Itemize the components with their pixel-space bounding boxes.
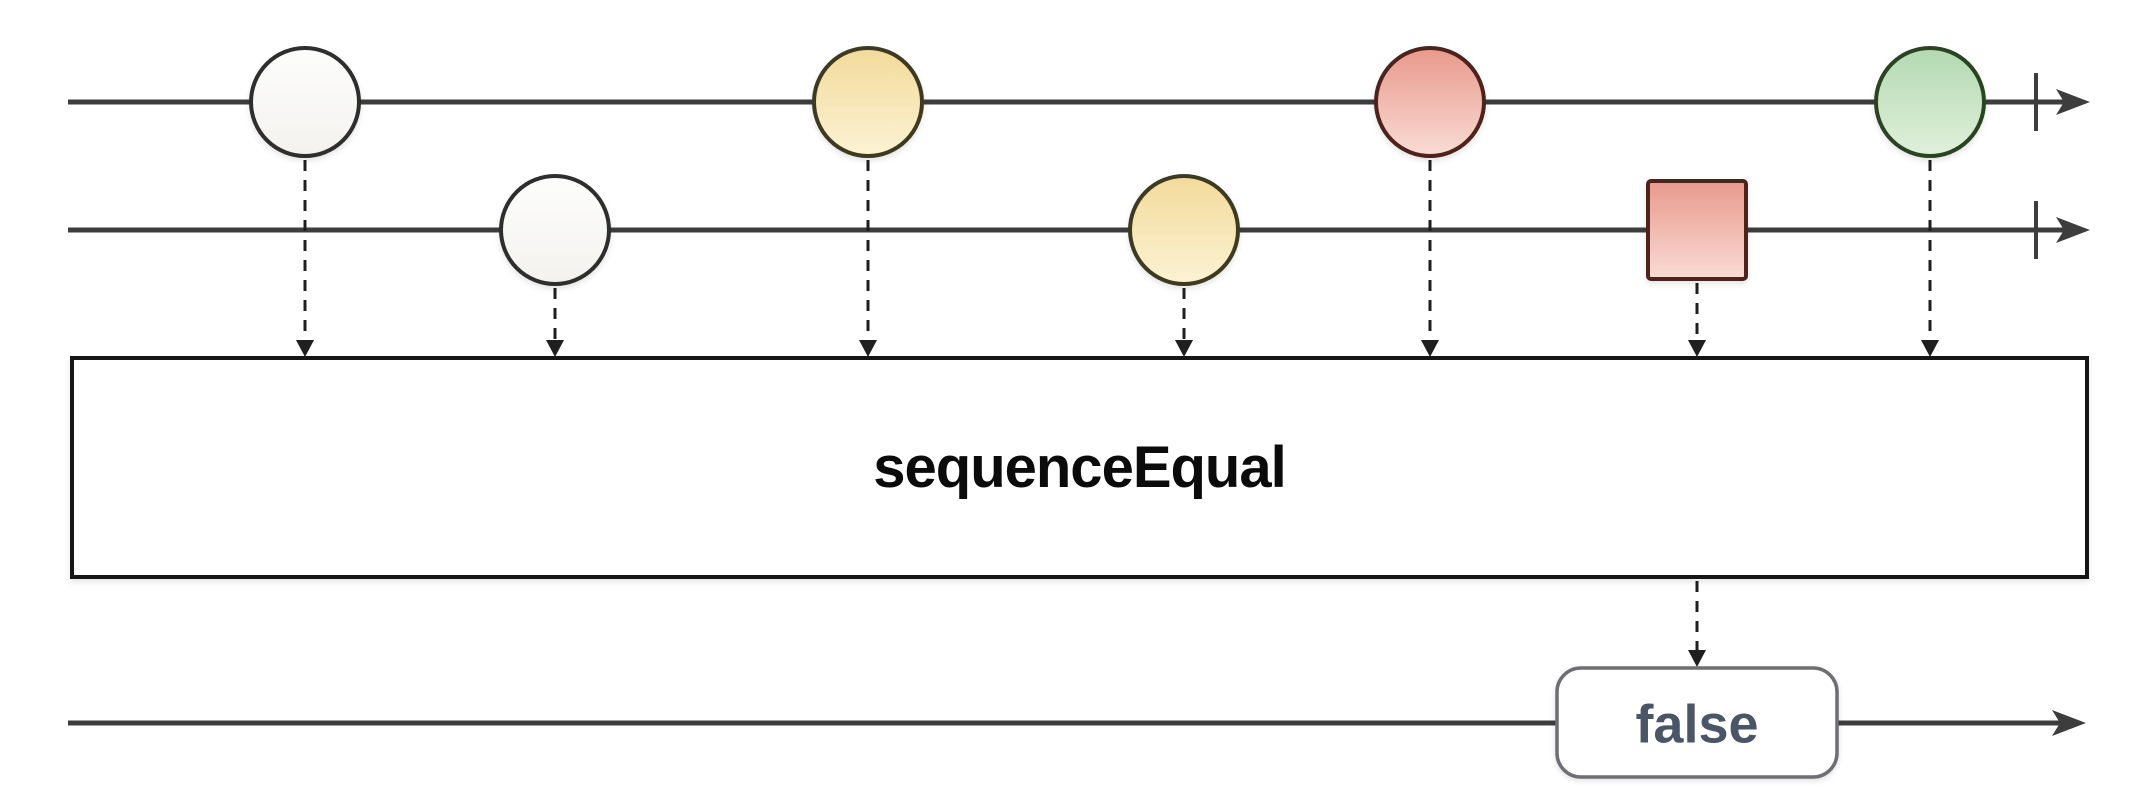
connector-arrowhead-icon bbox=[1921, 340, 1939, 357]
marble-yellow-circle bbox=[812, 46, 924, 158]
connector-arrowhead-icon bbox=[1421, 340, 1439, 357]
marble-red-square bbox=[1646, 179, 1748, 281]
marble-red-circle bbox=[1374, 46, 1486, 158]
connector-arrowhead-icon bbox=[1688, 340, 1706, 357]
generated-layer bbox=[68, 46, 2090, 779]
result-pill bbox=[1555, 666, 1839, 779]
operator-box bbox=[70, 356, 2089, 579]
connector-arrowhead-icon bbox=[296, 340, 314, 357]
timeline-arrowhead-icon bbox=[2056, 217, 2090, 243]
connector-arrowhead-icon bbox=[859, 340, 877, 357]
marble-white-circle bbox=[249, 46, 361, 158]
operator-label: sequenceEqual bbox=[873, 435, 1285, 500]
result-value-label: false bbox=[1635, 695, 1758, 755]
marble-green-circle bbox=[1874, 46, 1986, 158]
timeline-arrowhead-icon bbox=[2052, 710, 2086, 736]
marble-yellow-circle bbox=[1128, 174, 1240, 286]
connector-arrowhead-icon bbox=[1688, 650, 1706, 667]
timeline-arrowhead-icon bbox=[2056, 89, 2090, 115]
connector-arrowhead-icon bbox=[546, 340, 564, 357]
connector-arrowhead-icon bbox=[1175, 340, 1193, 357]
marble-white-circle bbox=[499, 174, 611, 286]
